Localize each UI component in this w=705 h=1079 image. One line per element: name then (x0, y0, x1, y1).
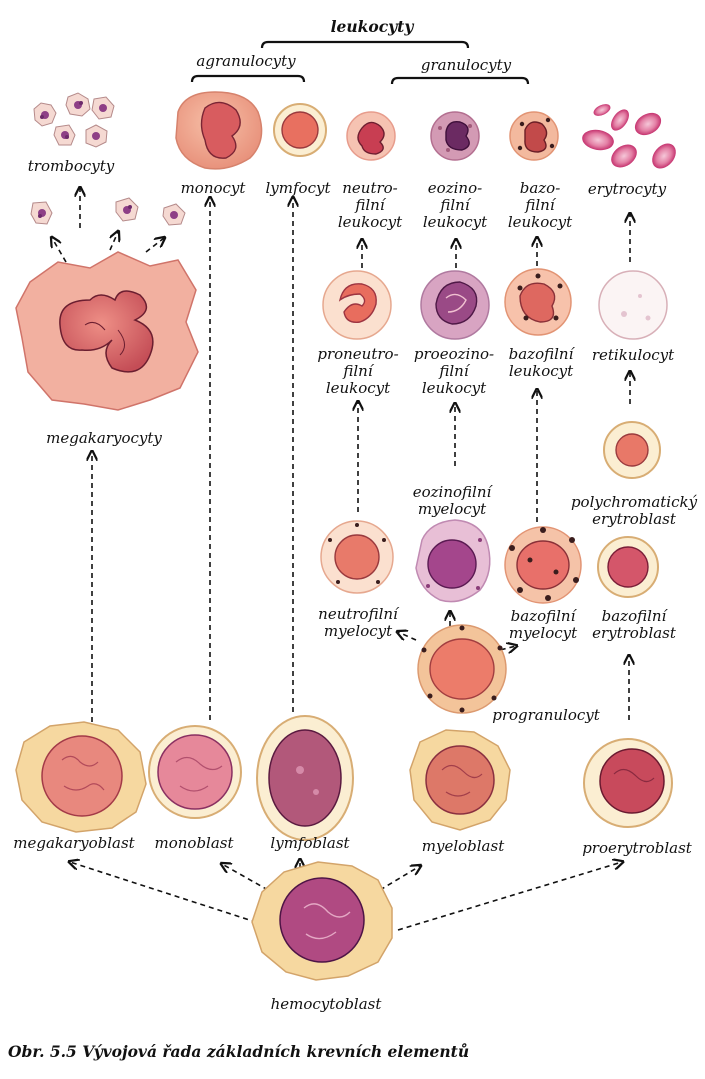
label-proerytroblast: proerytroblast (582, 839, 692, 857)
label-progranulocyt: progranulocyt (492, 706, 600, 724)
probazofilni-leukocyt-cell (504, 268, 572, 336)
monoblast-cell (148, 725, 242, 819)
arrow-to-platelet-1 (52, 238, 67, 263)
label-hemocytoblast: hemocytoblast (270, 995, 382, 1013)
erytrocyty-cells (582, 104, 676, 169)
label-monocyt: monocyt (180, 179, 246, 197)
proerytroblast-cell (583, 738, 673, 828)
bracket-granulocyty (390, 76, 530, 85)
label-monoblast: monoblast (154, 834, 234, 852)
myeloblast-cell (409, 729, 511, 831)
label-megakaryocyty: megakaryocyty (46, 429, 162, 447)
label-trombocyty: trombocyty (27, 157, 115, 175)
arrow-to-platelet-2 (110, 232, 118, 251)
monocyt-cell (175, 91, 263, 170)
label-lymfocyt: lymfocyt (265, 179, 331, 197)
polychromaticky-erytroblast-cell (603, 421, 661, 479)
label-leukocyty: leukocyty (330, 17, 414, 36)
lymfoblast-cell (256, 715, 354, 841)
proeozinofilni-leukocyt-cell (420, 270, 490, 340)
lymfocyt-cell (273, 103, 327, 157)
bazofilni-erytroblast-cell (597, 536, 659, 598)
proneutrofilni-leukocyt-cell (322, 270, 392, 340)
label-megakaryoblast: megakaryoblast (13, 834, 135, 852)
label-myeloblast: myeloblast (421, 837, 505, 855)
arrows (52, 188, 630, 931)
label-erytrocyty: erytrocyty (587, 180, 667, 198)
arrow-to-megakaryoblast (70, 862, 266, 926)
figure-caption: Obr. 5.5 Vývojová řada základních krevní… (8, 1042, 470, 1061)
arrow-to-platelet-3 (145, 238, 164, 253)
bracket-leukocyty (260, 40, 470, 49)
bracket-agranulocyty (190, 74, 306, 83)
megakaryocyt-cell (15, 251, 199, 411)
bazofilni-myelocyt-cell (504, 526, 582, 604)
arrow-to-proerytroblast (397, 862, 622, 931)
eozinofilni-myelocyt-cell (415, 519, 491, 603)
trombocyty-cells (30, 92, 186, 226)
label-agranulocyty: agranulocyty (196, 52, 296, 70)
eozinofilni-leukocyt-cell (430, 111, 480, 161)
progranulocyt-cell (417, 624, 507, 714)
arrow-to-myeloblast (379, 866, 420, 891)
neutrofilni-leukocyt-cell (346, 111, 396, 161)
label-granulocyty: granulocyty (420, 56, 512, 74)
bazofilni-leukocyt-cell (509, 111, 559, 161)
retikulocyt-cell (598, 270, 668, 340)
hemocytoblast-cell (251, 861, 393, 981)
megakaryoblast-cell (15, 721, 147, 833)
neutrofilni-myelocyt-cell (320, 520, 394, 594)
label-lymfoblast: lymfoblast (270, 834, 350, 852)
arrow-to-neutrofilni-myelocyt (398, 632, 417, 640)
arrow-to-monoblast (222, 864, 269, 891)
label-retikulocyt: retikulocyt (591, 346, 675, 364)
